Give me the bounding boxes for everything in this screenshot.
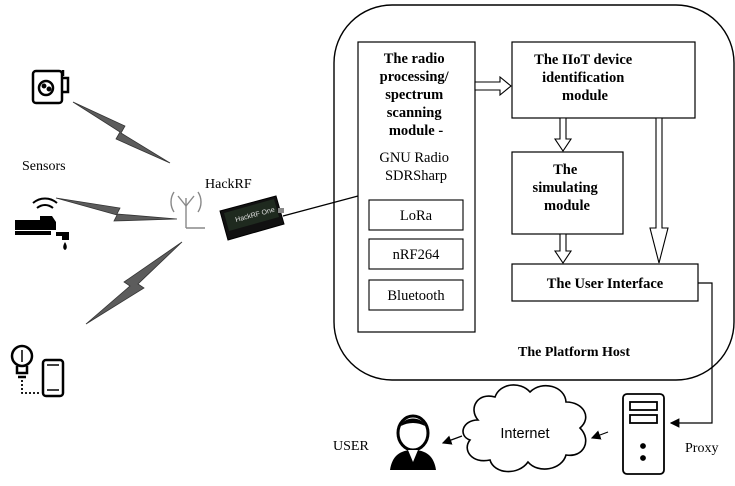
server-to-cloud-arrow — [590, 430, 609, 440]
hollow-arrow-iiot-to-ui — [649, 117, 669, 264]
hackrf-device-icon: HackRF One — [219, 195, 285, 241]
platform-host-label: The Platform Host — [518, 345, 630, 360]
platform-host-frame — [333, 4, 735, 381]
protocol-lora-label: LoRa — [400, 208, 433, 224]
hackrf-link-line — [282, 195, 359, 217]
antenna-icon — [170, 191, 205, 229]
radio-module-title: The radio processing/ spectrum scanning … — [380, 51, 453, 139]
sim-module-title: The simulating module — [533, 162, 602, 214]
hollow-arrow-sim-to-ui — [553, 233, 573, 264]
sim-module-box — [511, 151, 624, 235]
internet-label: Internet — [500, 426, 549, 442]
iiot-module-box — [511, 41, 696, 119]
protocol-nrf-box — [368, 238, 464, 270]
server-icon — [622, 393, 665, 475]
hollow-arrow-iiot-to-sim — [553, 117, 573, 152]
hollow-arrow-radio-to-iiot — [474, 75, 512, 97]
cloud-icon — [462, 384, 587, 473]
socket-sensor-icon — [31, 69, 70, 105]
iiot-module-title: The IIoT device identification module — [534, 52, 636, 104]
ui-module-box — [511, 263, 699, 302]
radio-software-list: GNU Radio SDRSharp — [379, 150, 452, 184]
lightning-bolt-icon — [55, 101, 183, 325]
protocol-lora-box — [368, 199, 464, 231]
hackrf-label: HackRF — [205, 177, 252, 192]
proxy-label: Proxy — [685, 441, 718, 456]
bulb-phone-icon — [10, 344, 65, 398]
cloud-to-user-arrow — [441, 435, 463, 445]
water-tap-icon — [15, 197, 69, 250]
user-label: USER — [333, 439, 369, 454]
protocol-bluetooth-box — [368, 279, 464, 311]
protocol-nrf-label: nRF264 — [393, 247, 440, 263]
sensors-label: Sensors — [22, 159, 66, 174]
ui-to-proxy-line — [669, 282, 713, 428]
protocol-bluetooth-label: Bluetooth — [387, 288, 445, 304]
user-icon — [390, 414, 436, 470]
ui-module-title: The User Interface — [547, 276, 664, 292]
